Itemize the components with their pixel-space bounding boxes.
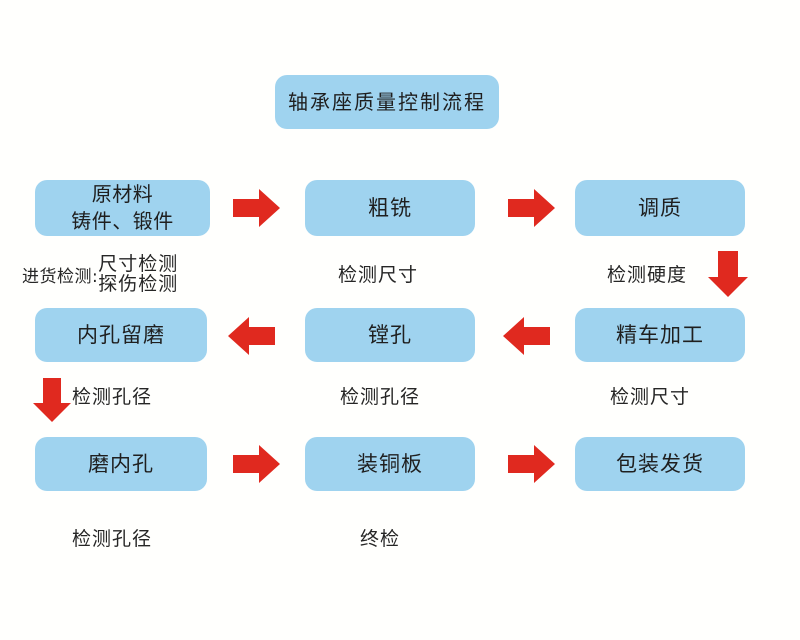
process-box-packing-shipping: 包装发货: [575, 437, 745, 491]
caption-check-dimension-row2: 检测尺寸: [610, 386, 691, 408]
boring-label: 镗孔: [368, 322, 412, 347]
packing-shipping-label: 包装发货: [616, 451, 704, 476]
arrow-right-icon-r3-a1: [233, 444, 281, 484]
rough-milling-label: 粗铣: [368, 195, 412, 220]
caption-check-dimension-row1: 检测尺寸: [338, 264, 419, 286]
incoming-inspection-line-2: 探伤检测: [98, 272, 179, 295]
incoming-inspection-items: 尺寸检测 探伤检测: [98, 253, 179, 295]
arrow-left-icon-r2-a1: [228, 316, 276, 356]
caption-check-bore-mid-row2: 检测孔径: [340, 386, 421, 408]
caption-check-hardness: 检测硬度: [607, 264, 688, 286]
process-box-fine-turning: 精车加工: [575, 308, 745, 362]
incoming-inspection-label: 进货检测:: [22, 267, 99, 288]
flowchart-title-text: 轴承座质量控制流程: [288, 89, 486, 114]
process-box-quench-temper: 调质: [575, 180, 745, 236]
bore-reserve-grind-label: 内孔留磨: [77, 322, 165, 347]
process-box-rough-milling: 粗铣: [305, 180, 475, 236]
install-copper-plate-label: 装铜板: [357, 451, 423, 476]
arrow-right-icon-r1-a1: [233, 188, 281, 228]
raw-material-line-1: 原材料: [91, 182, 154, 206]
arrow-left-icon-r2-a2: [503, 316, 551, 356]
process-box-bore-reserve-grind: 内孔留磨: [35, 308, 207, 362]
arrow-down-icon-r1-to-r2: [707, 251, 749, 298]
arrow-right-icon-r3-a2: [508, 444, 556, 484]
raw-material-line-2: 铸件、锻件: [71, 209, 174, 233]
arrow-down-icon-r2-to-r3: [32, 378, 72, 423]
flowchart-title-box: 轴承座质量控制流程: [275, 75, 499, 129]
process-box-raw-material: 原材料 铸件、锻件: [35, 180, 210, 236]
process-box-grind-inner-hole: 磨内孔: [35, 437, 207, 491]
caption-final-inspection: 终检: [360, 528, 401, 550]
caption-check-bore-row3: 检测孔径: [72, 528, 153, 550]
incoming-inspection-line-1: 尺寸检测: [98, 253, 179, 275]
caption-check-bore-left-row2: 检测孔径: [72, 386, 153, 408]
grind-inner-hole-label: 磨内孔: [88, 451, 154, 476]
caption-incoming-inspection: 进货检测: 尺寸检测 探伤检测: [22, 253, 179, 295]
quench-temper-label: 调质: [638, 195, 682, 220]
arrow-right-icon-r1-a2: [508, 188, 556, 228]
fine-turning-label: 精车加工: [616, 322, 704, 347]
process-box-boring: 镗孔: [305, 308, 475, 362]
process-box-install-copper-plate: 装铜板: [305, 437, 475, 491]
